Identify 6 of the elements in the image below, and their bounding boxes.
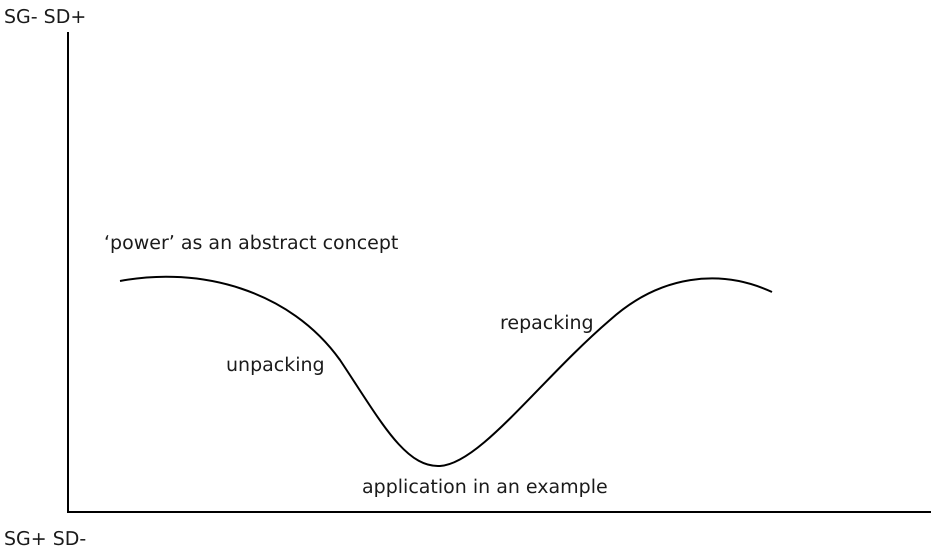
curve-label: ‘power’ as an abstract concept <box>104 232 398 255</box>
curve-label: unpacking <box>226 354 325 377</box>
curve-label: application in an example <box>362 476 608 499</box>
curve-label: repacking <box>500 312 594 335</box>
axis-label: SG- SD+ <box>4 6 86 29</box>
axis-label: SG+ SD- <box>4 528 86 551</box>
